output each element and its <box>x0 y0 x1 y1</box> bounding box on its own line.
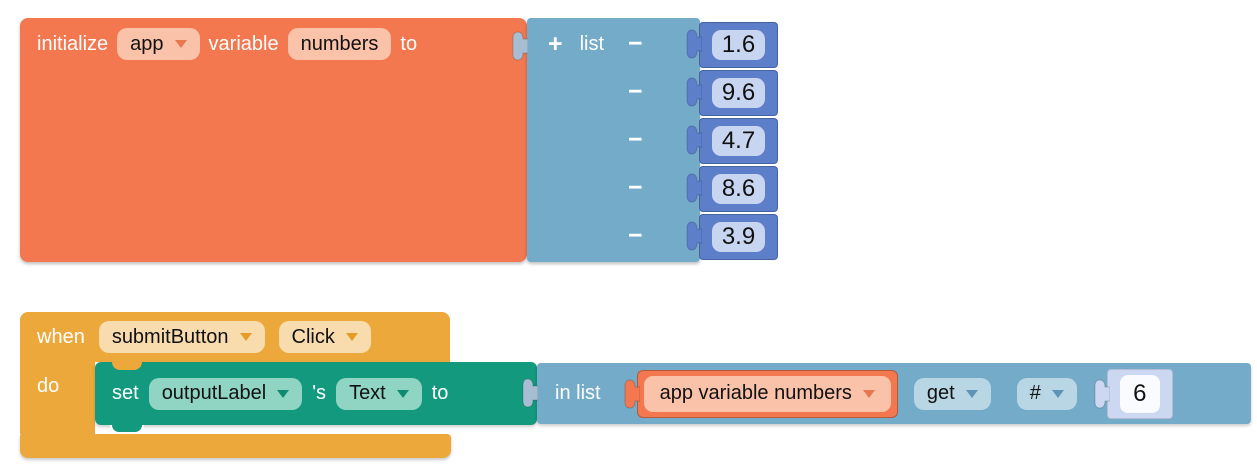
set-property-block[interactable]: set outputLabel 's Text to <box>95 362 537 434</box>
dropdown-arrow-icon <box>396 389 409 398</box>
initialize-keyword-label: initialize <box>37 32 109 55</box>
index-type-value: # <box>1029 382 1041 404</box>
number-block[interactable]: 3.9 <box>686 214 778 260</box>
when-component-value: submitButton <box>111 325 229 348</box>
dropdown-arrow-icon <box>1051 389 1064 398</box>
remove-item-button[interactable]: − <box>628 77 643 106</box>
set-component-dropdown[interactable]: outputLabel <box>148 377 303 410</box>
possessive-label: 's <box>312 382 327 404</box>
list-row: + list − 1.6 <box>527 22 778 68</box>
statement-bump <box>110 425 144 434</box>
number-block[interactable]: 8.6 <box>686 166 778 212</box>
set-component-value: outputLabel <box>161 382 267 404</box>
number-value-field[interactable]: 4.7 <box>711 126 766 156</box>
output-plug-icon <box>686 125 702 155</box>
index-number-block[interactable]: 6 <box>1094 368 1173 419</box>
dropdown-arrow-icon <box>239 333 252 341</box>
dropdown-arrow-icon <box>174 40 187 48</box>
number-value-field[interactable]: 9.6 <box>711 78 766 108</box>
list-row: − 4.7 <box>527 118 778 164</box>
remove-item-button[interactable]: − <box>628 221 643 250</box>
variable-scope-dropdown[interactable]: app <box>117 28 200 60</box>
output-plug-icon <box>686 77 702 107</box>
variable-scope-value: app <box>130 32 164 55</box>
variable-word-label: variable <box>208 32 279 55</box>
initialize-variable-block[interactable]: initialize app variable numbers to <box>20 18 527 262</box>
dropdown-arrow-icon <box>862 389 875 398</box>
statement-notch <box>112 362 142 370</box>
in-list-title-label: in list <box>555 382 601 404</box>
output-plug-icon <box>1094 378 1110 409</box>
number-block[interactable]: 1.6 <box>686 22 778 68</box>
initialize-block-header: initialize app variable numbers to <box>20 18 527 70</box>
number-block[interactable]: 9.6 <box>686 70 778 116</box>
remove-item-button[interactable]: − <box>628 29 643 58</box>
set-property-dropdown[interactable]: Text <box>336 377 422 410</box>
when-component-event-block[interactable]: when submitButton Click <box>20 312 450 362</box>
remove-item-button[interactable]: − <box>628 125 643 154</box>
do-label: do <box>37 375 60 397</box>
list-row: − 9.6 <box>527 70 778 116</box>
when-keyword-label: when <box>37 325 85 348</box>
output-plug-icon <box>522 378 538 408</box>
when-block-do-column[interactable]: do <box>20 362 95 434</box>
output-plug-icon <box>686 173 702 203</box>
when-component-dropdown[interactable]: submitButton <box>98 321 265 353</box>
dropdown-arrow-icon <box>965 389 978 398</box>
list-row: − 8.6 <box>527 166 778 212</box>
number-value-field[interactable]: 3.9 <box>711 222 766 252</box>
set-keyword-label: set <box>112 382 139 404</box>
output-plug-icon <box>686 221 702 251</box>
index-value-field[interactable]: 6 <box>1119 374 1160 413</box>
variable-getter-value: app variable numbers <box>659 382 852 404</box>
variable-name-field[interactable]: numbers <box>287 28 392 60</box>
add-item-button[interactable]: + <box>548 29 563 58</box>
variable-getter-block[interactable]: app variable numbers <box>624 369 898 418</box>
when-event-value: Click <box>291 325 335 348</box>
list-title-label: list <box>579 32 605 55</box>
number-block[interactable]: 4.7 <box>686 118 778 164</box>
set-property-value: Text <box>349 382 386 404</box>
make-list-block[interactable]: + list − 1.6 − 9.6 − 4.7 − <box>512 18 778 262</box>
set-to-label: to <box>431 382 449 404</box>
variable-getter-dropdown[interactable]: app variable numbers <box>643 375 891 412</box>
when-event-dropdown[interactable]: Click <box>278 321 371 353</box>
number-value-field[interactable]: 8.6 <box>711 174 766 204</box>
output-plug-icon <box>512 31 528 61</box>
dropdown-arrow-icon <box>277 389 290 398</box>
list-operation-value: get <box>926 382 955 404</box>
when-block-bottom-bar[interactable] <box>20 434 451 458</box>
number-value-field[interactable]: 1.6 <box>711 30 766 60</box>
to-label: to <box>400 32 418 55</box>
remove-item-button[interactable]: − <box>628 173 643 202</box>
list-operation-dropdown[interactable]: get <box>913 377 991 410</box>
index-type-dropdown[interactable]: # <box>1016 377 1077 410</box>
list-row: − 3.9 <box>527 214 778 260</box>
in-list-get-block[interactable]: in list app variable numbers get # 6 <box>522 363 1251 424</box>
dropdown-arrow-icon <box>345 333 358 341</box>
output-plug-icon <box>686 29 702 59</box>
output-plug-icon <box>624 378 640 409</box>
